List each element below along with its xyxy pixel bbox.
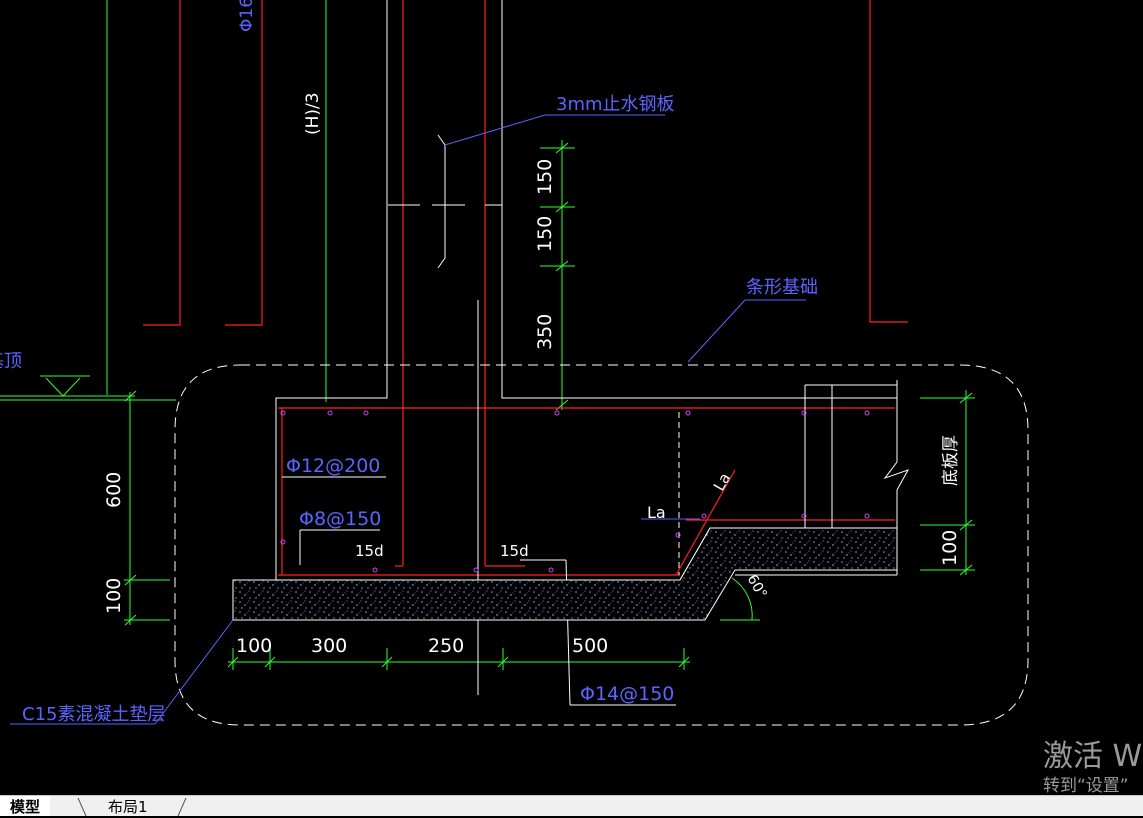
dim-150-upper: 150: [534, 159, 556, 195]
label-top-left-fragment: 基顶: [0, 351, 22, 372]
dim-250: 250: [428, 635, 464, 657]
label-rebar-12: Φ12@200: [286, 455, 380, 477]
dim-100-right: 100: [939, 530, 961, 566]
label-steel-plate: 3mm止水钢板: [556, 94, 675, 115]
tab-separator: [177, 797, 187, 816]
label-c15-cushion: C15素混凝土垫层: [22, 704, 165, 725]
dim-15d-right: 15d: [500, 542, 529, 560]
label-la-lower: La: [647, 503, 666, 522]
label-rebar-8: Φ8@150: [299, 508, 381, 530]
label-strip-foundation: 条形基础: [746, 277, 818, 298]
dim-100-bottom: 100: [236, 635, 272, 657]
watermark-title: 激活 W: [1043, 739, 1143, 774]
label-angle-60: 60°: [744, 572, 770, 602]
rebar-dots: [280, 410, 870, 573]
tab-separator: [77, 797, 87, 816]
activation-watermark: 激活 W 转到“设置”: [1043, 738, 1142, 796]
layout-tab-bar: 模型 布局1: [0, 795, 1143, 816]
dim-300: 300: [311, 635, 347, 657]
label-h3: (H)/3: [303, 92, 323, 135]
label-bar-top: Φ16@: [237, 0, 257, 32]
dim-350: 350: [534, 314, 556, 350]
tab-layout1[interactable]: 布局1: [108, 798, 148, 816]
tab-model[interactable]: 模型: [0, 796, 51, 816]
dim-150-lower: 150: [534, 216, 556, 252]
cad-drawing-canvas[interactable]: Φ16@ (H)/3 3mm止水钢板 150 150 350 条形基础 基顶 Φ…: [0, 0, 1143, 795]
red-linework: [143, 0, 908, 576]
dim-600: 600: [103, 472, 125, 508]
label-rebar-14: Φ14@150: [580, 683, 674, 705]
leader-lines: [10, 114, 806, 725]
dim-500: 500: [572, 635, 608, 657]
watermark-subtitle: 转到“设置”: [1043, 776, 1129, 796]
label-la-diag: La: [710, 470, 734, 494]
label-slab-thickness: 底板厚: [941, 435, 961, 486]
c15-concrete-cushion: [232, 527, 898, 621]
dim-100-left: 100: [103, 578, 125, 614]
dim-15d-left: 15d: [355, 542, 384, 560]
